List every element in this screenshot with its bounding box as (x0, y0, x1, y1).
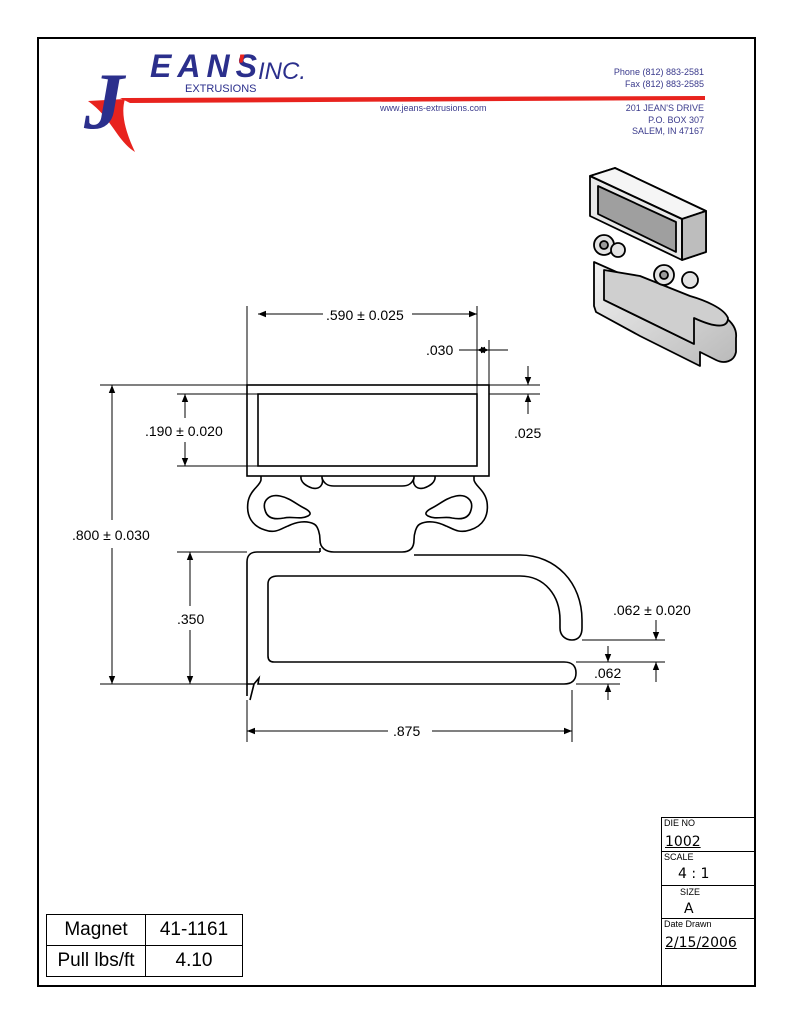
logo-letter-j: J (83, 58, 127, 146)
title-block: DIE NO 1002 SCALE 4 : 1 SIZE A Date Draw… (661, 817, 756, 987)
logo-apostrophe: ' (236, 48, 245, 84)
size-value: A (684, 901, 694, 917)
company-logo: J EANS ' INC. EXTRUSIONS (83, 48, 705, 152)
profile-cross-section (246, 384, 583, 701)
date-drawn-label: Date Drawn (664, 919, 712, 929)
magnet-table: Magnet 41-1161 Pull lbs/ft 4.10 (46, 914, 243, 977)
contact-phone-fax: Phone (812) 883-2581 Fax (812) 883-2585 (560, 67, 704, 90)
dim-bulb-offset: .062 ± 0.020 (613, 602, 691, 618)
dim-inner-height: .190 ± 0.020 (145, 423, 223, 439)
table-row: Magnet 41-1161 (46, 914, 243, 946)
date-drawn-value: 2/15/2006 (665, 935, 737, 951)
dim-lip: .062 (594, 665, 621, 681)
dim-lower-height: .350 (177, 611, 204, 627)
dim-wall: .030 (426, 342, 453, 358)
size-label: SIZE (680, 887, 701, 897)
title-block-divider (662, 851, 756, 852)
magnet-label: Magnet (46, 914, 146, 946)
dimension-lines (100, 306, 665, 742)
phone-text: Phone (812) 883-2581 (613, 67, 704, 77)
logo-inc: INC. (258, 58, 306, 85)
dim-top-offset: .025 (514, 425, 541, 441)
pull-value: 4.10 (145, 945, 243, 977)
dim-base-width: .875 (393, 723, 420, 739)
website-link[interactable]: www.jeans-extrusions.com (380, 103, 487, 113)
pull-label: Pull lbs/ft (46, 945, 146, 977)
logo-name: EANS (150, 48, 263, 84)
address-line-3: SALEM, IN 47167 (631, 126, 704, 136)
dimension-labels: .590 ± 0.025 .030 .190 ± 0.020 .025 .800… (72, 307, 691, 739)
drawing-border (37, 37, 756, 987)
address-line-2: P.O. BOX 307 (648, 114, 704, 125)
die-no-label: DIE NO (664, 818, 696, 828)
scale-value: 4 : 1 (678, 866, 710, 882)
title-block-divider (662, 885, 756, 886)
dim-width-top: .590 ± 0.025 (326, 307, 404, 323)
die-no-value: 1002 (665, 834, 701, 850)
address-line-1: 201 JEAN'S DRIVE (625, 103, 704, 113)
table-row: Pull lbs/ft 4.10 (46, 945, 243, 977)
contact-address: 201 JEAN'S DRIVE P.O. BOX 307 SALEM, IN … (560, 103, 704, 138)
isometric-view (589, 167, 737, 367)
fax-text: Fax (812) 883-2585 (624, 78, 704, 89)
magnet-value: 41-1161 (145, 914, 243, 946)
title-block-divider (662, 817, 756, 818)
title-block-divider (662, 918, 756, 919)
scale-label: SCALE (664, 852, 694, 862)
logo-red-swoosh (88, 96, 705, 152)
logo-division: EXTRUSIONS (185, 83, 257, 95)
dim-overall-height: .800 ± 0.030 (72, 527, 150, 543)
